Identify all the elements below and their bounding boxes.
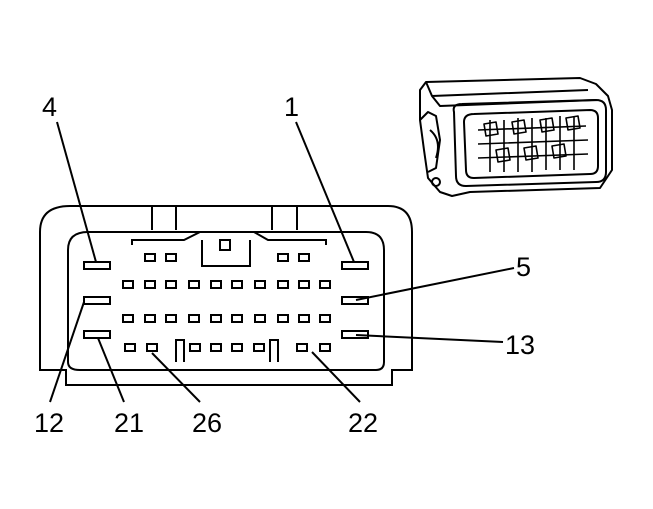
leader-line-4 [56, 121, 97, 263]
terminal-large [341, 261, 369, 270]
illustration-terminal-grid [477, 115, 589, 172]
terminal-small [319, 343, 331, 352]
leader-line-22 [311, 351, 361, 403]
leader-line-5 [355, 267, 515, 301]
pin-labels: 4 1 5 13 12 21 26 22 [34, 92, 535, 438]
terminal-small [319, 314, 331, 323]
terminal-small [124, 343, 136, 352]
terminal-small [165, 280, 177, 289]
terminal-small [254, 314, 266, 323]
connector-face [39, 205, 413, 386]
leader-line-26 [151, 352, 201, 403]
bottom-key-rib-left [175, 339, 185, 362]
terminal-small [231, 343, 243, 352]
terminal-small [210, 314, 222, 323]
pin-label-26: 26 [192, 408, 222, 438]
terminal-small [210, 343, 222, 352]
connector-outer-housing [39, 205, 413, 386]
terminal-cavities [83, 253, 369, 352]
illustration-latch-hole [431, 177, 441, 187]
terminal-small [165, 253, 177, 262]
illustration-inner-face [463, 109, 599, 179]
terminal-small [253, 343, 265, 352]
terminal-small [188, 280, 200, 289]
terminal-small [210, 280, 222, 289]
terminal-small [144, 314, 156, 323]
top-keyway [131, 231, 327, 245]
terminal-small [319, 280, 331, 289]
terminal-small [188, 314, 200, 323]
terminal-small [144, 253, 156, 262]
leader-line-12 [49, 301, 85, 403]
leader-lines [49, 121, 515, 403]
terminal-small [122, 314, 134, 323]
pin-label-1: 1 [284, 92, 299, 122]
terminal-small [165, 314, 177, 323]
terminal-small [298, 280, 310, 289]
connector-perspective-illustration [419, 77, 613, 197]
terminal-small [277, 314, 289, 323]
terminal-small [144, 280, 156, 289]
terminal-small [277, 280, 289, 289]
illustration-front-face [452, 99, 607, 187]
terminal-large [83, 296, 111, 305]
pin-label-21: 21 [114, 408, 144, 438]
terminal-small [277, 253, 289, 262]
connector-inner-cavity [67, 231, 385, 371]
pin-label-4: 4 [42, 92, 57, 122]
pin-label-13: 13 [505, 330, 535, 360]
terminal-large [83, 261, 111, 270]
top-key-slot [201, 240, 251, 267]
terminal-small [231, 280, 243, 289]
pin-label-5: 5 [516, 252, 531, 282]
pin-label-22: 22 [348, 408, 378, 438]
top-key-post [219, 239, 231, 251]
terminal-small [298, 253, 310, 262]
leader-line-13 [355, 334, 504, 343]
pin-label-12: 12 [34, 408, 64, 438]
terminal-large [341, 296, 369, 305]
terminal-large [83, 330, 111, 339]
terminal-small [298, 314, 310, 323]
top-latch-tab-right [271, 206, 298, 230]
terminal-small [122, 280, 134, 289]
leader-line-1 [295, 121, 355, 263]
top-latch-tab-left [151, 206, 177, 230]
illustration-back-shell [419, 77, 613, 197]
bottom-key-rib-right [269, 339, 279, 362]
terminal-small [254, 280, 266, 289]
terminal-small [231, 314, 243, 323]
terminal-large [341, 330, 369, 339]
illustration-side-latch [419, 111, 441, 173]
terminal-small [146, 343, 158, 352]
terminal-small [189, 343, 201, 352]
terminal-small [296, 343, 308, 352]
leader-line-21 [97, 337, 125, 403]
